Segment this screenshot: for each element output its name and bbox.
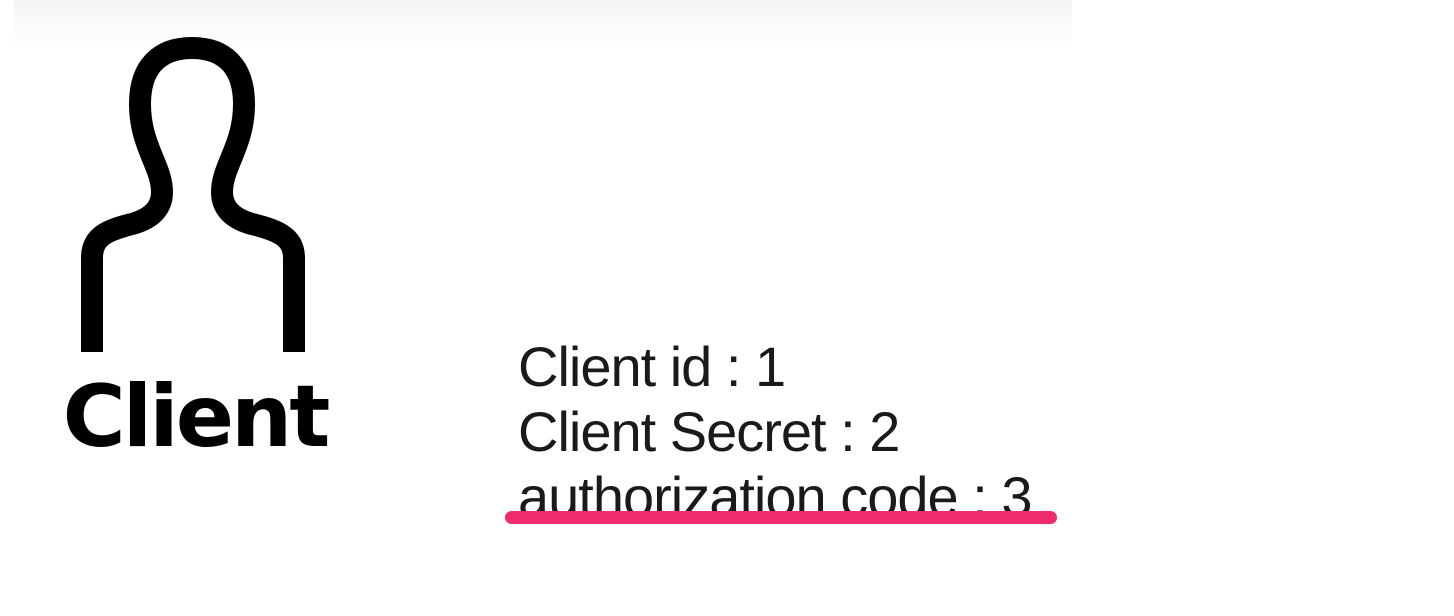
client-label: Client <box>62 367 331 467</box>
credentials-list: Client id : 1 Client Secret : 2 authoriz… <box>518 334 1078 529</box>
person-outline-icon <box>81 37 305 352</box>
client-figure: Client <box>60 36 330 476</box>
client-secret-text: Client Secret : 2 <box>518 400 900 463</box>
highlight-underline <box>505 511 1057 524</box>
client-id-text: Client id : 1 <box>518 335 786 398</box>
